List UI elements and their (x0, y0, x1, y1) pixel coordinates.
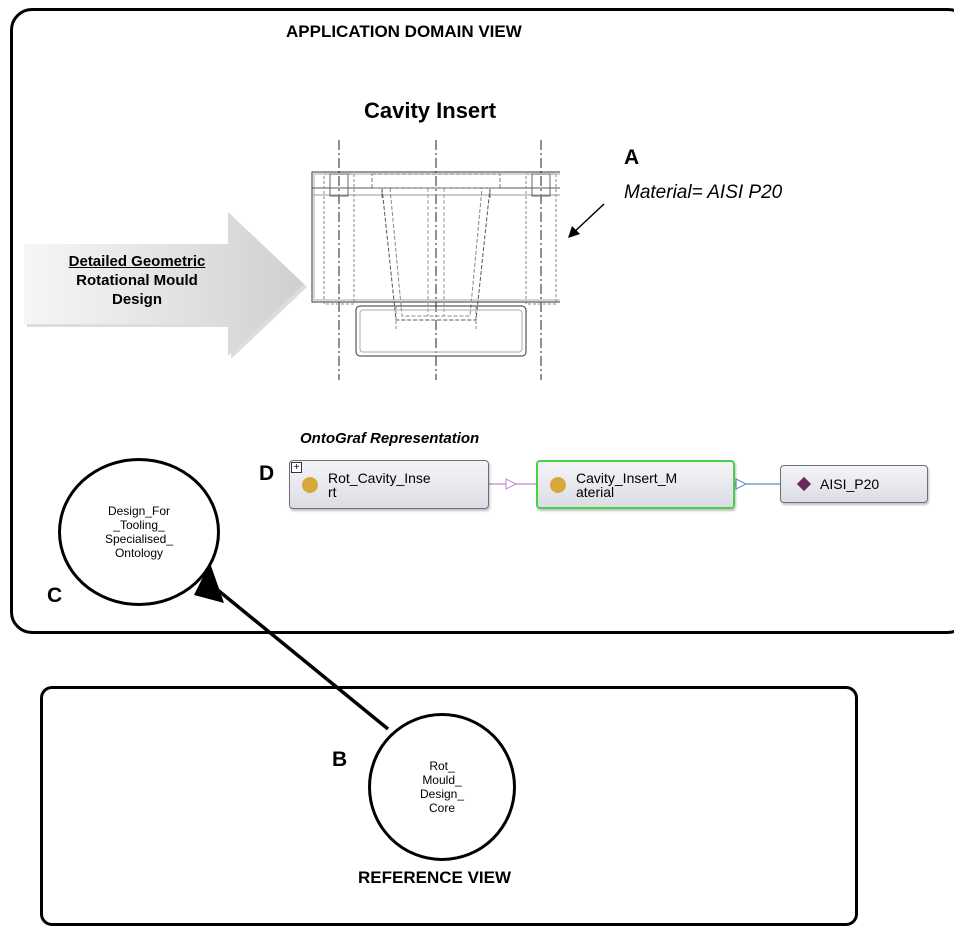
arrow-label: Detailed Geometric Rotational Mould Desi… (28, 252, 246, 309)
label-c: C (47, 584, 63, 607)
reference-view-title: REFERENCE VIEW (358, 868, 512, 887)
label-d: D (259, 462, 275, 485)
node-cavity-insert-material[interactable]: Cavity_Insert_M aterial (536, 460, 735, 509)
application-domain-title: APPLICATION DOMAIN VIEW (286, 22, 522, 41)
ontograf-edges (488, 478, 780, 490)
label-b: B (332, 748, 348, 771)
ontology-c-circle: Design_For _Tooling_ Specialised_ Ontolo… (58, 458, 220, 606)
cavity-insert-drawing (311, 140, 560, 380)
label-a: A (624, 146, 640, 169)
class-dot-icon (302, 476, 318, 493)
design-arrow (24, 212, 307, 358)
application-domain-panel (10, 8, 954, 634)
node-aisi-p20[interactable]: AISI_P20 (780, 465, 928, 503)
material-pointer-arrow (568, 203, 605, 238)
class-dot-icon (550, 476, 566, 493)
ontograf-title: OntoGraf Representation (300, 430, 480, 447)
material-annotation: Material= AISI P20 (624, 182, 783, 203)
expand-icon[interactable]: + (291, 462, 302, 473)
node-label: Cavity_Insert_M aterial (576, 469, 678, 500)
individual-diamond-icon (796, 476, 812, 492)
ontology-b-label: Rot_ Mould_ Design_ Core (419, 759, 465, 815)
node-label: AISI_P20 (820, 476, 880, 492)
node-label: Rot_Cavity_Inse rt (328, 469, 431, 500)
arrow-label-line2: Rotational Mould (76, 272, 198, 289)
ontology-b-circle: Rot_ Mould_ Design_ Core (368, 713, 516, 861)
arrow-label-line1: Detailed Geometric (68, 253, 206, 270)
drawing-title: Cavity Insert (364, 98, 497, 123)
import-connector (194, 563, 390, 731)
node-rot-cavity-insert[interactable]: Rot_Cavity_Inse rt (289, 460, 489, 509)
ontology-c-label: Design_For _Tooling_ Specialised_ Ontolo… (104, 504, 174, 560)
arrow-label-line3: Design (111, 291, 162, 308)
